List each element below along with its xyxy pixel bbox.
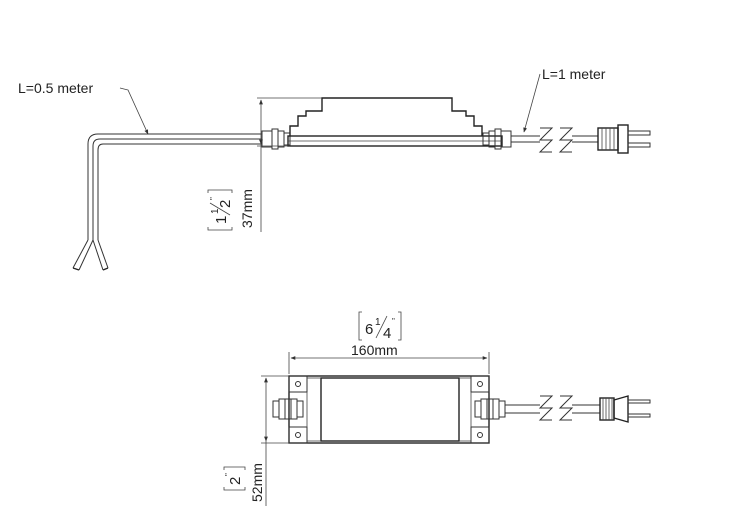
strain-relief-top-left	[272, 398, 304, 420]
width-inch-mark: "	[224, 473, 233, 476]
mounting-tab-tr	[470, 375, 490, 393]
strain-relief-top-right	[474, 398, 506, 420]
width-dimension: 2 " 52mm	[223, 375, 289, 506]
height-inch-mark: "	[209, 197, 218, 200]
length-inch-num: 1	[375, 317, 381, 328]
cable-right-label: L=1 meter	[542, 66, 606, 82]
mounting-tab-br	[470, 426, 490, 444]
height-mm: 37mm	[239, 189, 255, 228]
housing-side-profile	[287, 97, 503, 147]
side-view: L=0.5 meter	[18, 66, 651, 271]
ac-plug-side	[597, 124, 651, 154]
length-inch-mark: "	[392, 317, 395, 326]
ac-cable-top	[505, 395, 600, 421]
ac-plug-top	[599, 395, 651, 423]
mounting-tab-tl	[288, 375, 308, 393]
height-inch-den: 2	[217, 200, 234, 208]
housing-top	[288, 375, 490, 444]
top-view: 6 1 4 " 160mm 2 " 52mm	[223, 311, 651, 506]
strain-relief-right	[482, 128, 512, 150]
mounting-tab-bl	[288, 426, 308, 444]
length-inch-den: 4	[383, 325, 391, 342]
cable-right-callout: L=1 meter	[523, 66, 606, 133]
length-dimension: 6 1 4 " 160mm	[288, 311, 490, 374]
height-inch-whole: 1	[213, 216, 230, 224]
width-inch: 2	[227, 477, 244, 485]
output-cable-left	[72, 133, 262, 271]
ac-cable-right	[511, 127, 598, 153]
height-dimension: 1 1 2 " 37mm	[207, 97, 322, 232]
height-inch-num: 1	[210, 208, 221, 214]
length-inch-whole: 6	[365, 321, 373, 338]
cable-left-callout: L=0.5 meter	[18, 80, 149, 135]
strain-relief-left	[261, 128, 291, 150]
cable-left-label: L=0.5 meter	[18, 80, 93, 96]
length-mm: 160mm	[351, 342, 398, 358]
width-mm: 52mm	[249, 463, 265, 502]
